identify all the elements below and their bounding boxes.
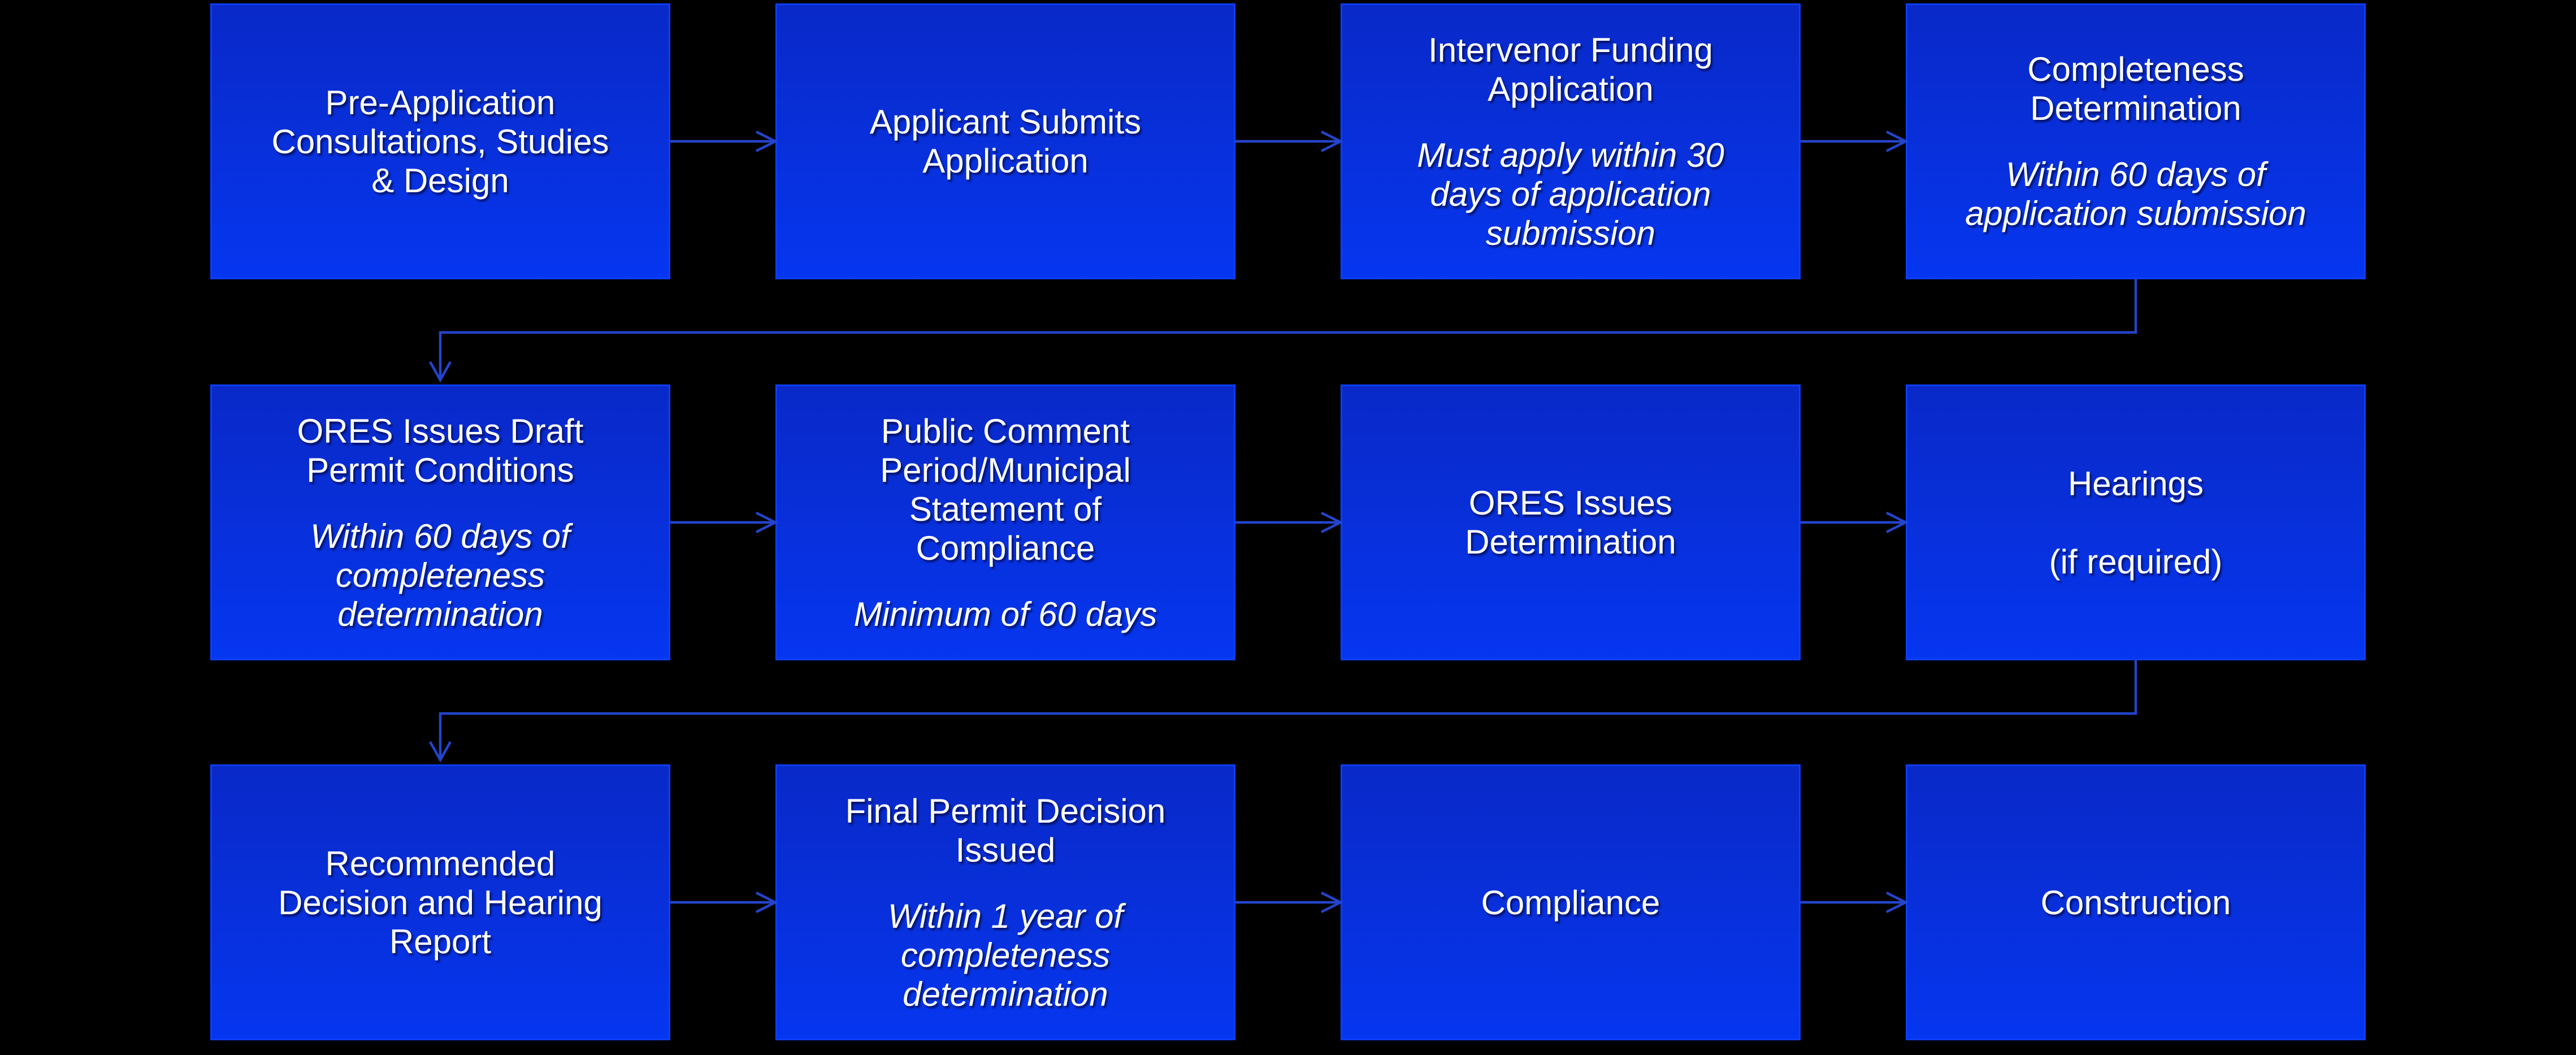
box-title: Applicant Submits Application [869, 103, 1142, 180]
box-title: ORES Issues Determination [1465, 484, 1676, 561]
flow-box-draft-permit-conditions: ORES Issues Draft Permit Conditions With… [210, 384, 670, 660]
box-title: Public Comment Period/Municipal Statemen… [880, 412, 1131, 567]
flow-arrowhead-down [429, 741, 452, 763]
flow-box-recommended-decision: Recommended Decision and Hearing Report [210, 764, 670, 1040]
box-title: Compliance [1481, 883, 1660, 922]
flow-box-construction: Construction [1906, 764, 2366, 1040]
flow-arrowhead-right [755, 511, 779, 534]
flow-arrowhead-right [1320, 891, 1344, 914]
flow-arrowhead-right [1885, 891, 1909, 914]
flow-arrowhead-right [1885, 130, 1909, 153]
box-note: Must apply within 30 days of application… [1417, 136, 1724, 252]
flow-arrowhead-right [1320, 511, 1344, 534]
box-title: Construction [2040, 883, 2231, 922]
flow-arrowhead-right [755, 130, 779, 153]
flow-arrowhead-right [1320, 130, 1344, 153]
flow-box-ores-determination: ORES Issues Determination [1341, 384, 1801, 660]
flow-box-public-comment: Public Comment Period/Municipal Statemen… [775, 384, 1235, 660]
flow-arrowhead-right [1885, 511, 1909, 534]
flow-box-hearings: Hearings (if required) [1906, 384, 2366, 660]
flow-arrowhead-right [755, 891, 779, 914]
box-title: Final Permit Decision Issued [845, 792, 1166, 869]
box-title: Pre-Application Consultations, Studies &… [271, 83, 609, 200]
flow-arrowhead-down [429, 361, 452, 383]
box-note: Within 1 year of completeness determinat… [887, 897, 1124, 1013]
flow-box-compliance: Compliance [1341, 764, 1801, 1040]
flow-box-applicant-submits: Applicant Submits Application [775, 3, 1235, 279]
box-title: ORES Issues Draft Permit Conditions [297, 412, 584, 489]
flow-elbow-line [439, 279, 2137, 380]
flow-box-final-permit-decision: Final Permit Decision Issued Within 1 ye… [775, 764, 1235, 1040]
box-title: Completeness Determination [2027, 50, 2244, 127]
box-note: Within 60 days of application submission [1965, 155, 2306, 232]
flow-box-pre-application: Pre-Application Consultations, Studies &… [210, 3, 670, 279]
box-title: Hearings (if required) [2049, 464, 2223, 581]
box-note: Minimum of 60 days [853, 595, 1157, 633]
box-title: Recommended Decision and Hearing Report [278, 844, 602, 961]
box-title: Intervenor Funding Application [1428, 31, 1713, 108]
flow-box-completeness-determination: Completeness Determination Within 60 day… [1906, 3, 2366, 279]
flow-elbow-line [439, 660, 2137, 760]
box-note: Within 60 days of completeness determina… [310, 517, 570, 633]
flow-box-intervenor-funding: Intervenor Funding Application Must appl… [1341, 3, 1801, 279]
